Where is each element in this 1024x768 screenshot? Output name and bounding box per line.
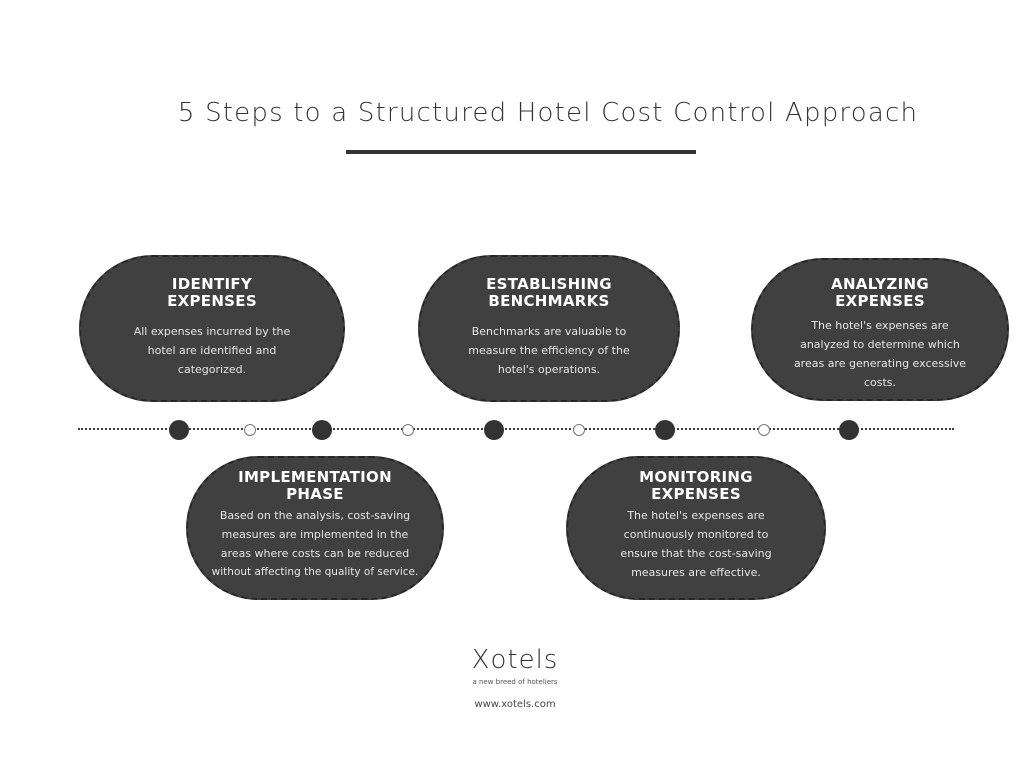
brand-logo: Xotels <box>471 645 559 675</box>
step-description: ensure that the cost-saving <box>620 547 772 560</box>
timeline-node-4 <box>312 420 332 440</box>
step-title: IMPLEMENTATION <box>238 468 392 486</box>
timeline-node-2 <box>484 420 504 440</box>
step-description: hotel are identified and <box>147 344 277 357</box>
step-description: measure the efficiency of the <box>468 344 630 357</box>
step-title: BENCHMARKS <box>488 292 610 310</box>
step-title: ESTABLISHING <box>486 275 612 293</box>
step-implementation-phase: IMPLEMENTATION PHASE Based on the analys… <box>186 456 444 600</box>
step-title: PHASE <box>286 485 344 503</box>
brand-tagline: a new breed of hoteliers <box>472 678 558 686</box>
step-analyzing-expenses: ANALYZING EXPENSES The hotel's expenses … <box>751 258 1009 401</box>
step-identify-expenses: IDENTIFY EXPENSES All expenses incurred … <box>79 255 345 402</box>
timeline-line <box>78 428 954 430</box>
step-description: continuously monitored to <box>623 528 769 541</box>
timeline-connector-dot <box>244 424 256 436</box>
step-description: measures are effective. <box>631 566 761 579</box>
timeline-connector-dot <box>573 424 585 436</box>
step-description: hotel's operations. <box>497 363 601 376</box>
step-description: costs. <box>863 376 897 389</box>
timeline-connector-dot <box>758 424 770 436</box>
step-monitoring-expenses: MONITORING EXPENSES The hotel's expenses… <box>566 456 826 600</box>
step-description: without affecting the quality of service… <box>211 566 419 578</box>
step-description: All expenses incurred by the <box>133 325 291 338</box>
step-description: The hotel's expenses are <box>811 319 949 332</box>
step-description: areas are generating excessive <box>793 357 967 370</box>
step-description: measures are implemented in the <box>221 528 409 541</box>
timeline-node-1 <box>169 420 189 440</box>
step-title: EXPENSES <box>835 292 925 310</box>
timeline-connector-dot <box>402 424 414 436</box>
timeline-node-3 <box>839 420 859 440</box>
step-description: The hotel's expenses are <box>627 509 765 522</box>
title-underline <box>346 150 696 154</box>
step-title: IDENTIFY <box>171 275 253 293</box>
step-description: Based on the analysis, cost-saving <box>219 509 411 522</box>
step-establishing-benchmarks: ESTABLISHING BENCHMARKS Benchmarks are v… <box>418 255 680 402</box>
step-title: EXPENSES <box>167 292 257 310</box>
step-title: EXPENSES <box>651 485 741 503</box>
page-title: 5 Steps to a Structured Hotel Cost Contr… <box>177 98 919 128</box>
step-title: MONITORING <box>639 468 753 486</box>
step-description: analyzed to determine which <box>800 338 960 351</box>
website-url: www.xotels.com <box>474 699 556 710</box>
timeline-node-5 <box>655 420 675 440</box>
step-description: areas where costs can be reduced <box>220 547 410 560</box>
step-description: Benchmarks are valuable to <box>471 325 627 338</box>
step-title: ANALYZING <box>831 275 929 293</box>
step-description: categorized. <box>177 363 247 376</box>
